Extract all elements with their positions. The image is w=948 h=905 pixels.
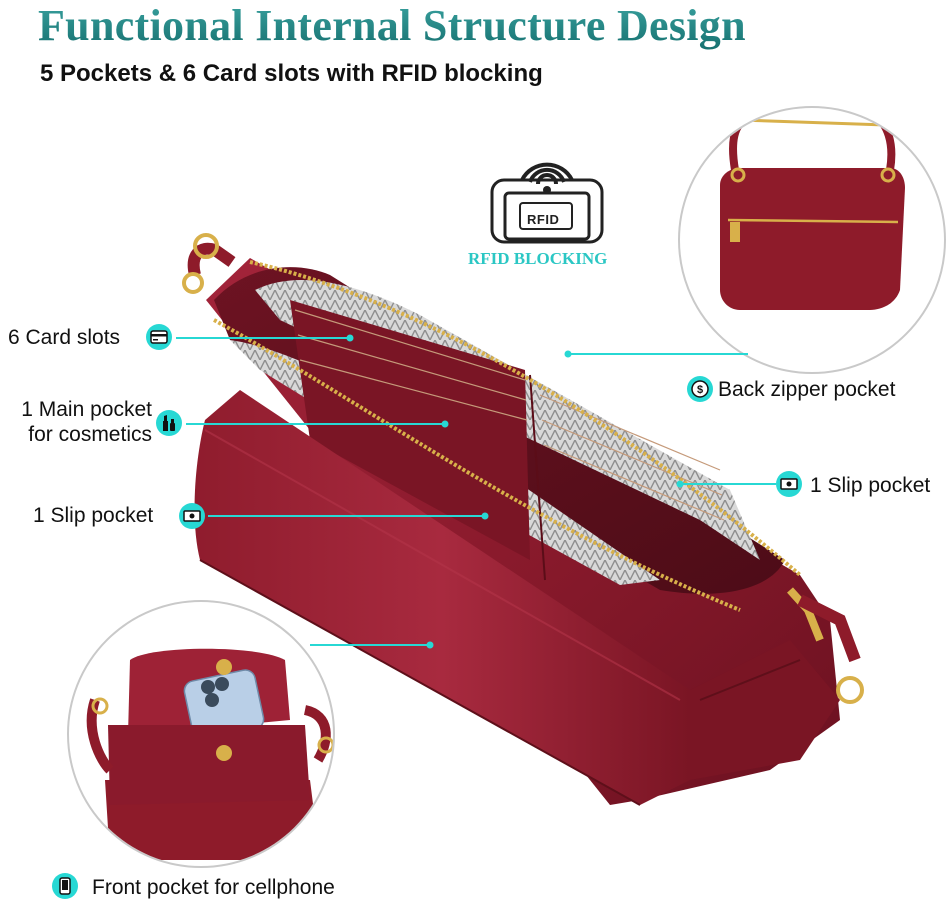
cash-icon-left xyxy=(179,503,205,529)
phone-icon xyxy=(52,873,78,899)
cash-icon-right xyxy=(776,471,802,497)
callout-front-pocket: Front pocket for cellphone xyxy=(92,876,335,899)
dollar-icon: $ xyxy=(687,376,713,402)
zipper-top xyxy=(249,260,802,577)
callout-slip-pocket-left: 1 Slip pocket xyxy=(33,504,154,527)
svg-text:$: $ xyxy=(697,384,703,396)
callout-card-slots: 6 Card slots xyxy=(8,326,121,349)
callout-main-pocket-line2: for cosmetics xyxy=(28,423,152,446)
card-icon xyxy=(146,324,172,350)
callout-main-pocket: 1 Main pocket for cosmetics xyxy=(2,397,152,447)
page-title: Functional Internal Structure Design xyxy=(38,1,746,50)
rfid-chip-label: RFID xyxy=(527,212,560,227)
cosmetics-icon xyxy=(156,410,182,436)
card-slot-panel xyxy=(290,300,530,560)
callout-slip-pocket-right: 1 Slip pocket xyxy=(810,474,931,497)
page-subtitle: 5 Pockets & 6 Card slots with RFID block… xyxy=(40,60,543,87)
zipper-bottom xyxy=(213,318,741,612)
callout-back-zipper: Back zipper pocket xyxy=(718,378,896,401)
rfid-caption: RFID BLOCKING xyxy=(468,249,608,268)
rfid-symbol xyxy=(490,162,604,244)
ring-left xyxy=(193,233,219,259)
snap-button xyxy=(216,745,232,761)
callout-main-pocket-line1: 1 Main pocket xyxy=(21,398,152,421)
